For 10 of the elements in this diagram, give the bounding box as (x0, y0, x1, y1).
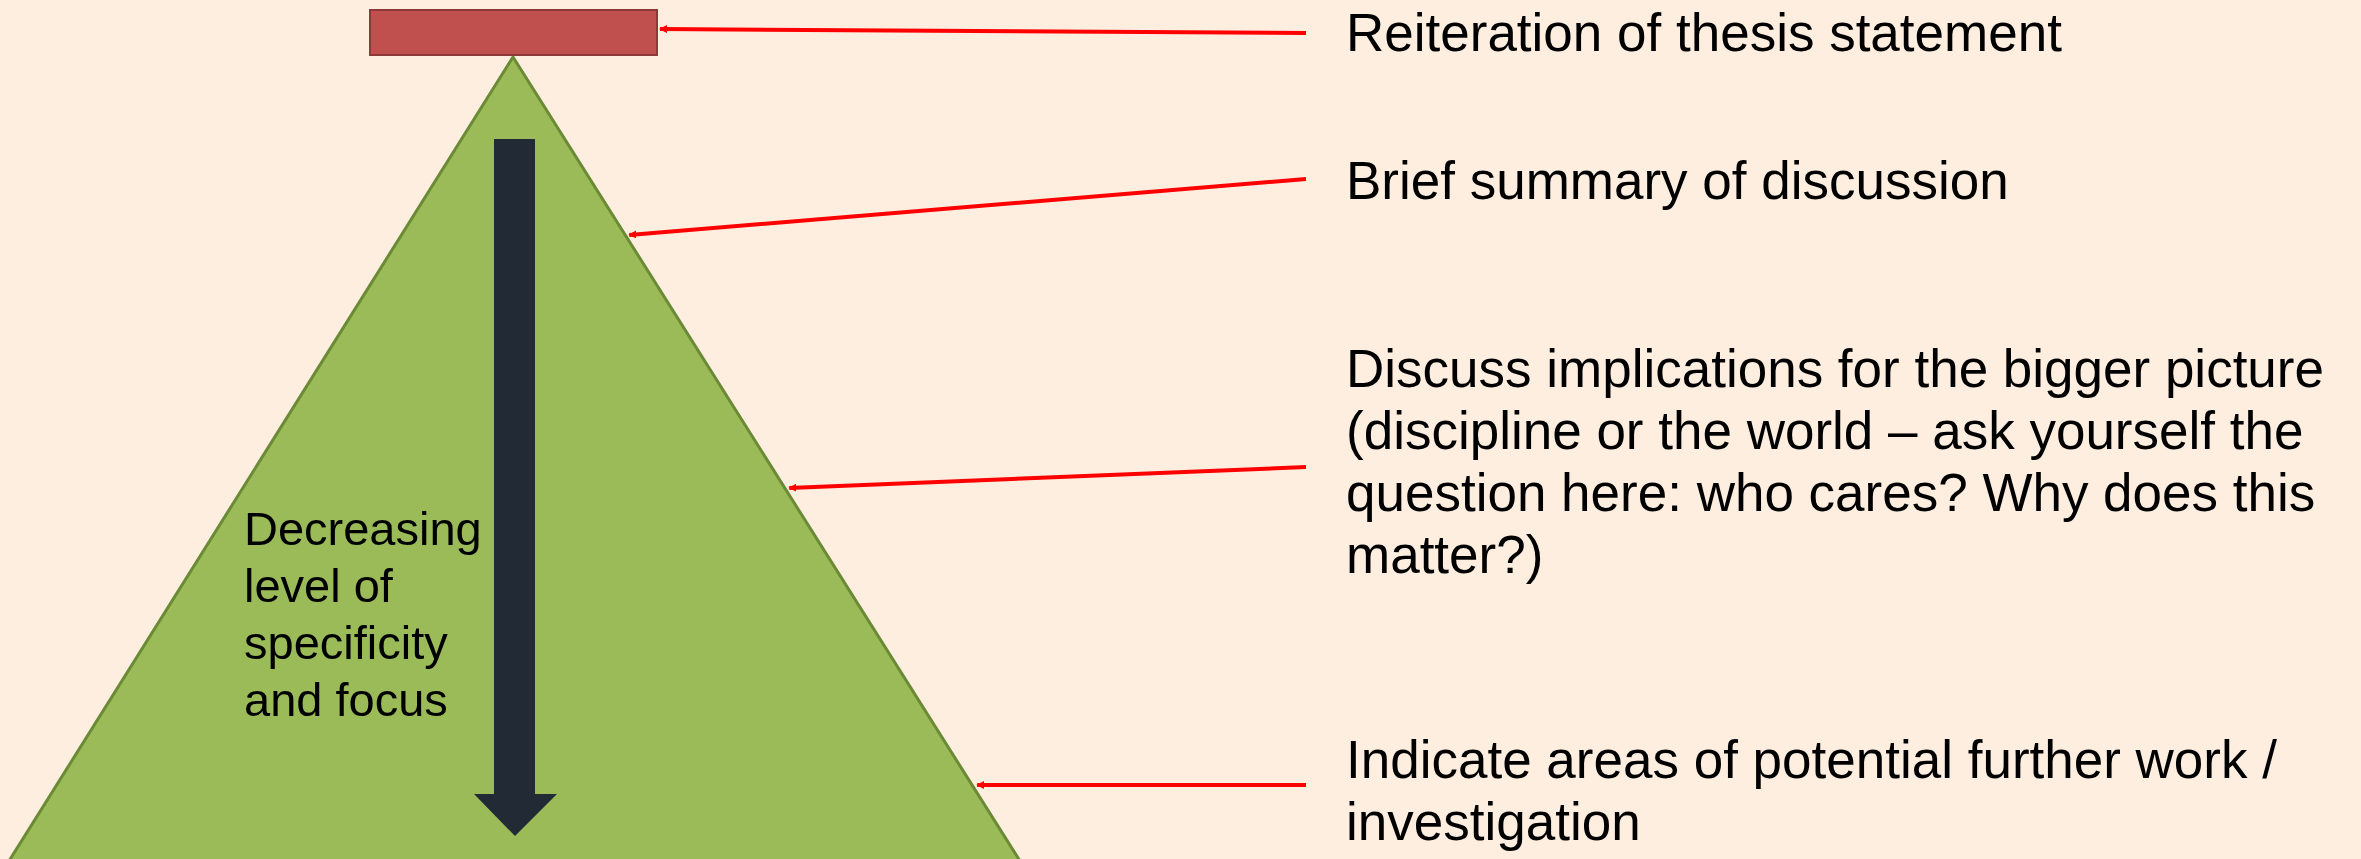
node-text: Decreasing level of specificity and focus (244, 501, 483, 728)
arrow (628, 177, 1307, 239)
thesis-bar (369, 9, 658, 56)
arrow (976, 781, 1306, 789)
annotation-text: Reiteration of thesis statement (1346, 2, 2356, 64)
annotation-text: Discuss implications for the bigger picture (discipline or the world – ask yourself the question here: who cares? Why does this matter?) (1346, 338, 2356, 586)
arrow (659, 25, 1306, 35)
annotation-text: Brief summary of discussion (1346, 150, 2356, 212)
annotation-text: Indicate areas of potential further work / investigation (1346, 729, 2356, 853)
arrow (788, 465, 1307, 492)
